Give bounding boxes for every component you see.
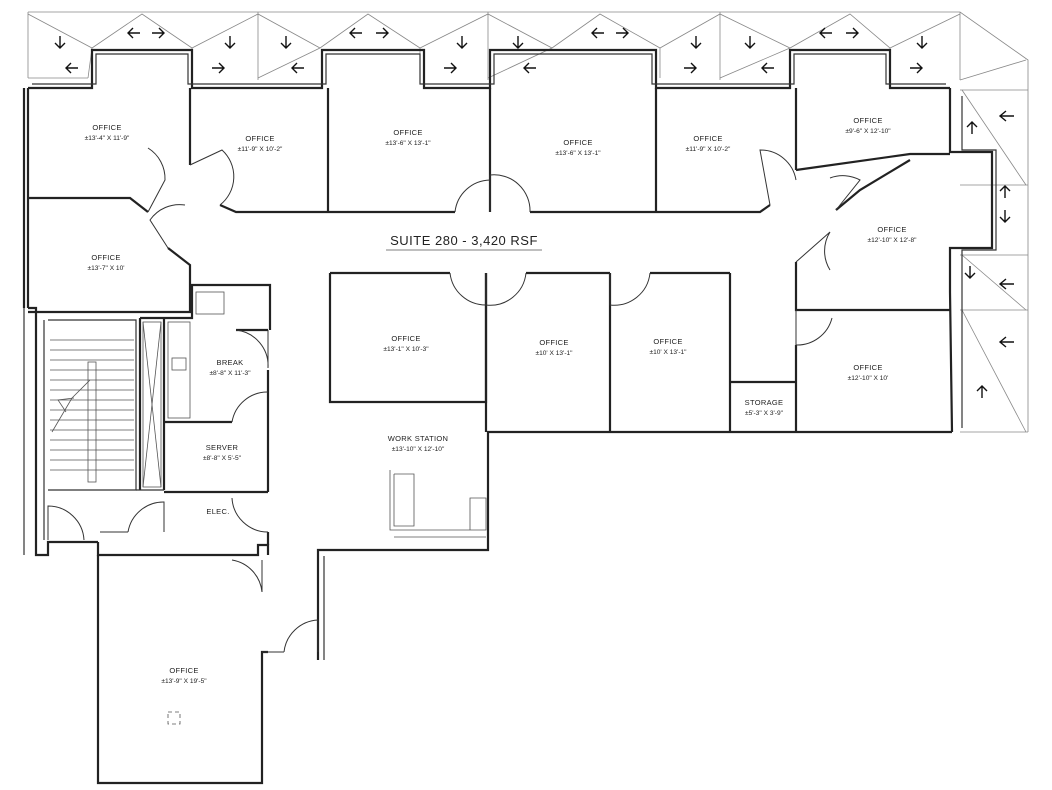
suite-label: SUITE 280 - 3,420 RSF [386,233,542,251]
arrow-down-icon [916,36,928,49]
room-storage: STORAGE ±5'-3" X 3'-9" [745,398,784,417]
room-office-top-left: OFFICE ±13'-4" X 11'-9" [85,123,130,142]
svg-text:SERVER: SERVER [206,443,239,452]
svg-text:STORAGE: STORAGE [745,398,784,407]
svg-text:OFFICE: OFFICE [92,123,121,132]
floor-box-icon [167,711,181,725]
arrow-down-icon [456,36,468,49]
svg-text:OFFICE: OFFICE [391,334,420,343]
svg-text:±13'-9" X 19'-5": ±13'-9" X 19'-5" [161,678,207,685]
doors [47,147,861,653]
room-office-top-right: OFFICE ±9'-6" X 12'-10" [845,116,891,135]
svg-text:OFFICE: OFFICE [853,363,882,372]
arrow-right-icon [212,62,225,74]
arrow-down-icon [744,36,756,49]
arrow-left-icon [523,62,536,74]
arrow-right-icon [152,27,165,39]
arrow-right-icon [376,27,389,39]
room-office-right-3: OFFICE ±12'-10" X 10' [848,363,889,382]
svg-text:±8'-8" X 5'-5": ±8'-8" X 5'-5" [203,455,242,462]
room-break: BREAK ±8'-8" X 11'-3" [209,358,251,377]
room-office-bottom: OFFICE ±13'-9" X 19'-5" [161,666,207,685]
arrow-right-icon [910,62,923,74]
arrow-left-icon [127,27,140,39]
arrow-down-icon [280,36,292,49]
svg-text:±13'-1" X 10'-3": ±13'-1" X 10'-3" [383,346,429,353]
svg-text:±11'-9" X 10'-2": ±11'-9" X 10'-2" [686,146,731,153]
arrow-right-icon [616,27,629,39]
arrow-right-icon [444,62,457,74]
svg-text:OFFICE: OFFICE [539,338,568,347]
svg-text:±13'-6" X 13'-1": ±13'-6" X 13'-1" [555,150,601,157]
arrow-down-icon [224,36,236,49]
svg-text:OFFICE: OFFICE [91,253,120,262]
arrow-left-icon [65,62,78,74]
arrow-left-icon [819,27,832,39]
arrow-left-icon [291,62,304,74]
arrow-down-icon [690,36,702,49]
svg-text:OFFICE: OFFICE [245,134,274,143]
room-office-mid-2: OFFICE ±10' X 13'-1" [535,338,573,357]
room-server: SERVER ±8'-8" X 5'-5" [203,443,242,462]
svg-text:±13'-7" X 10': ±13'-7" X 10' [87,265,124,272]
room-elec: ELEC. [206,507,229,516]
room-office-mid-1: OFFICE ±13'-1" X 10'-3" [383,334,429,353]
svg-text:OFFICE: OFFICE [169,666,198,675]
stair [50,291,225,488]
svg-text:±10' X 13'-1": ±10' X 13'-1" [535,350,573,357]
room-office-top-3: OFFICE ±13'-6" X 13'-1" [385,128,431,147]
room-work-station: WORK STATION ±13'-10" X 12'-10" [388,434,448,453]
arrow-left-icon [998,336,1014,348]
suite-title: SUITE 280 - 3,420 RSF [390,233,538,248]
svg-text:OFFICE: OFFICE [693,134,722,143]
room-office-top-4: OFFICE ±13'-6" X 13'-1" [555,138,601,157]
svg-text:±12'-10" X 10': ±12'-10" X 10' [848,375,889,382]
svg-text:±5'-3" X 3'-9": ±5'-3" X 3'-9" [745,410,784,417]
room-office-right-2: OFFICE ±12'-10" X 12'-8" [868,225,918,244]
svg-text:ELEC.: ELEC. [206,507,229,516]
arrow-up-icon [976,385,988,398]
svg-text:±13'-10" X 12'-10": ±13'-10" X 12'-10" [392,446,445,453]
svg-text:OFFICE: OFFICE [393,128,422,137]
svg-text:WORK STATION: WORK STATION [388,434,448,443]
room-office-mid-3: OFFICE ±10' X 13'-1" [649,337,687,356]
room-office-top-5: OFFICE ±11'-9" X 10'-2" [686,134,731,153]
svg-text:OFFICE: OFFICE [653,337,682,346]
svg-text:±13'-4" X 11'-9": ±13'-4" X 11'-9" [85,135,130,142]
arrow-down-icon [999,210,1011,223]
svg-text:±9'-6" X 12'-10": ±9'-6" X 12'-10" [845,128,891,135]
arrow-right-icon [684,62,697,74]
arrow-left-icon [998,278,1014,290]
svg-text:OFFICE: OFFICE [853,116,882,125]
svg-text:±10' X 13'-1": ±10' X 13'-1" [649,349,687,356]
room-office-left-2: OFFICE ±13'-7" X 10' [87,253,124,272]
arrow-left-icon [349,27,362,39]
arrow-left-icon [998,110,1014,122]
svg-text:±8'-8" X 11'-3": ±8'-8" X 11'-3" [209,370,251,377]
arrow-up-icon [999,185,1011,198]
arrow-up-icon [966,121,978,134]
room-office-top-2: OFFICE ±11'-9" X 10'-2" [238,134,283,153]
arrow-left-icon [591,27,604,39]
svg-text:OFFICE: OFFICE [563,138,592,147]
room-labels: OFFICE ±13'-4" X 11'-9" OFFICE ±11'-9" X… [85,116,918,685]
airflow-arrows [54,27,1014,398]
interior-walls [28,88,950,545]
svg-text:±11'-9" X 10'-2": ±11'-9" X 10'-2" [238,146,283,153]
arrow-right-icon [846,27,859,39]
arrow-down-icon [54,36,66,49]
arrow-down-icon [964,266,976,279]
svg-text:BREAK: BREAK [217,358,244,367]
svg-text:OFFICE: OFFICE [877,225,906,234]
arrow-left-icon [761,62,774,74]
svg-text:±12'-10" X 12'-8": ±12'-10" X 12'-8" [868,237,918,244]
arrow-down-icon [512,36,524,49]
svg-text:±13'-6" X 13'-1": ±13'-6" X 13'-1" [385,140,431,147]
